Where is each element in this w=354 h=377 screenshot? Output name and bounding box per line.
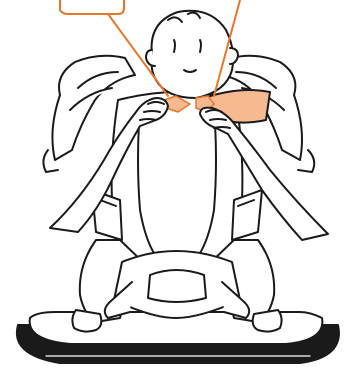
right-foot — [253, 310, 282, 332]
left-eye — [174, 40, 175, 52]
right-eye — [200, 40, 201, 52]
callout-box-left — [60, 0, 124, 14]
waist-belt — [105, 251, 249, 318]
mouth — [184, 70, 196, 72]
floor-mat — [17, 312, 339, 363]
left-foot — [72, 310, 101, 332]
